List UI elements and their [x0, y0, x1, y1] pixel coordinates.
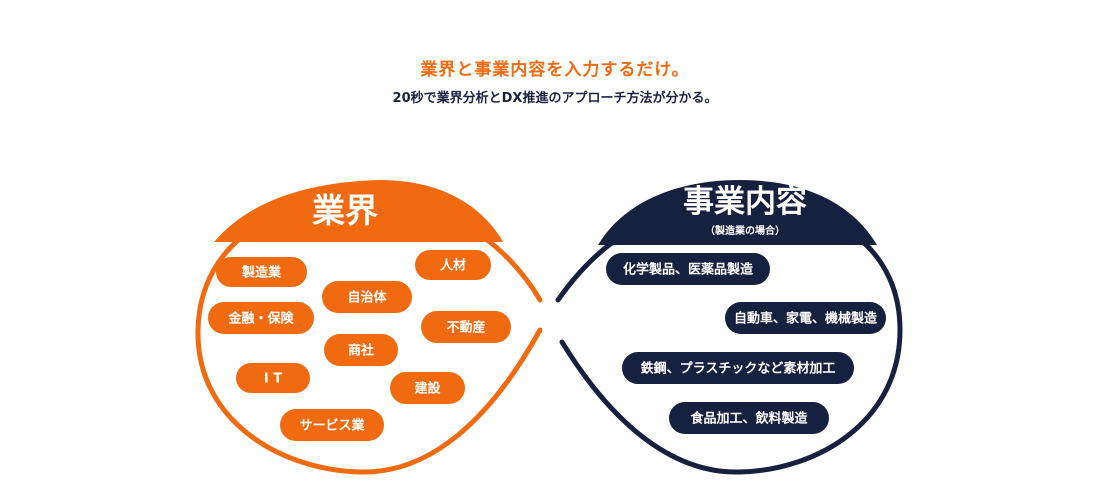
business-pill-label: 化学製品、医薬品製造	[623, 262, 754, 278]
industry-pill[interactable]: サービス業	[280, 409, 384, 441]
industry-pill[interactable]: 金融・保険	[208, 302, 314, 334]
industry-pill[interactable]: I T	[236, 363, 310, 393]
business-pill-label: 自動車、家電、機械製造	[734, 311, 878, 327]
business-pill-label: 食品加工、飲料製造	[690, 411, 808, 427]
business-pill-label: 鉄鋼、プラスチックなど素材加工	[641, 361, 836, 377]
right-panel-title: 事業内容	[683, 184, 807, 220]
industry-pill-label: 不動産	[446, 320, 485, 336]
industry-pill[interactable]: 製造業	[216, 257, 307, 287]
industry-pill-label: 製造業	[241, 265, 282, 281]
industry-pill-label: 建設	[414, 381, 441, 397]
industry-pill-label: 人材	[440, 258, 466, 274]
industry-pill[interactable]: 商社	[324, 334, 398, 366]
header: 業界と事業内容を入力するだけ。 20秒で業界分析とDX推進のアプローチ方法が分か…	[0, 58, 1110, 108]
business-pill[interactable]: 化学製品、医薬品製造	[606, 253, 770, 285]
subheadline: 20秒で業界分析とDX推進のアプローチ方法が分かる。	[392, 91, 718, 106]
industry-pill[interactable]: 不動産	[421, 311, 511, 343]
left-title-cap	[214, 180, 503, 242]
industry-pill-label: 金融・保険	[227, 311, 294, 327]
business-pill[interactable]: 自動車、家電、機械製造	[725, 302, 886, 334]
right-title-cap	[598, 180, 877, 245]
industry-pill-label: 自治体	[347, 290, 387, 306]
industry-pill[interactable]: 自治体	[322, 281, 412, 313]
industry-pill-label: 商社	[348, 343, 374, 359]
industry-pill-label: I T	[264, 372, 282, 387]
business-pill[interactable]: 食品加工、飲料製造	[669, 402, 829, 434]
business-pill[interactable]: 鉄鋼、プラスチックなど素材加工	[622, 352, 854, 384]
industry-pill[interactable]: 人材	[415, 250, 491, 280]
headline: 業界と事業内容を入力するだけ。	[420, 60, 690, 80]
industry-pill-label: サービス業	[299, 418, 365, 434]
right-panel-subtitle: （製造業の場合）	[705, 224, 785, 237]
left-panel-title: 業界	[312, 191, 378, 230]
industry-pill[interactable]: 建設	[390, 372, 465, 404]
